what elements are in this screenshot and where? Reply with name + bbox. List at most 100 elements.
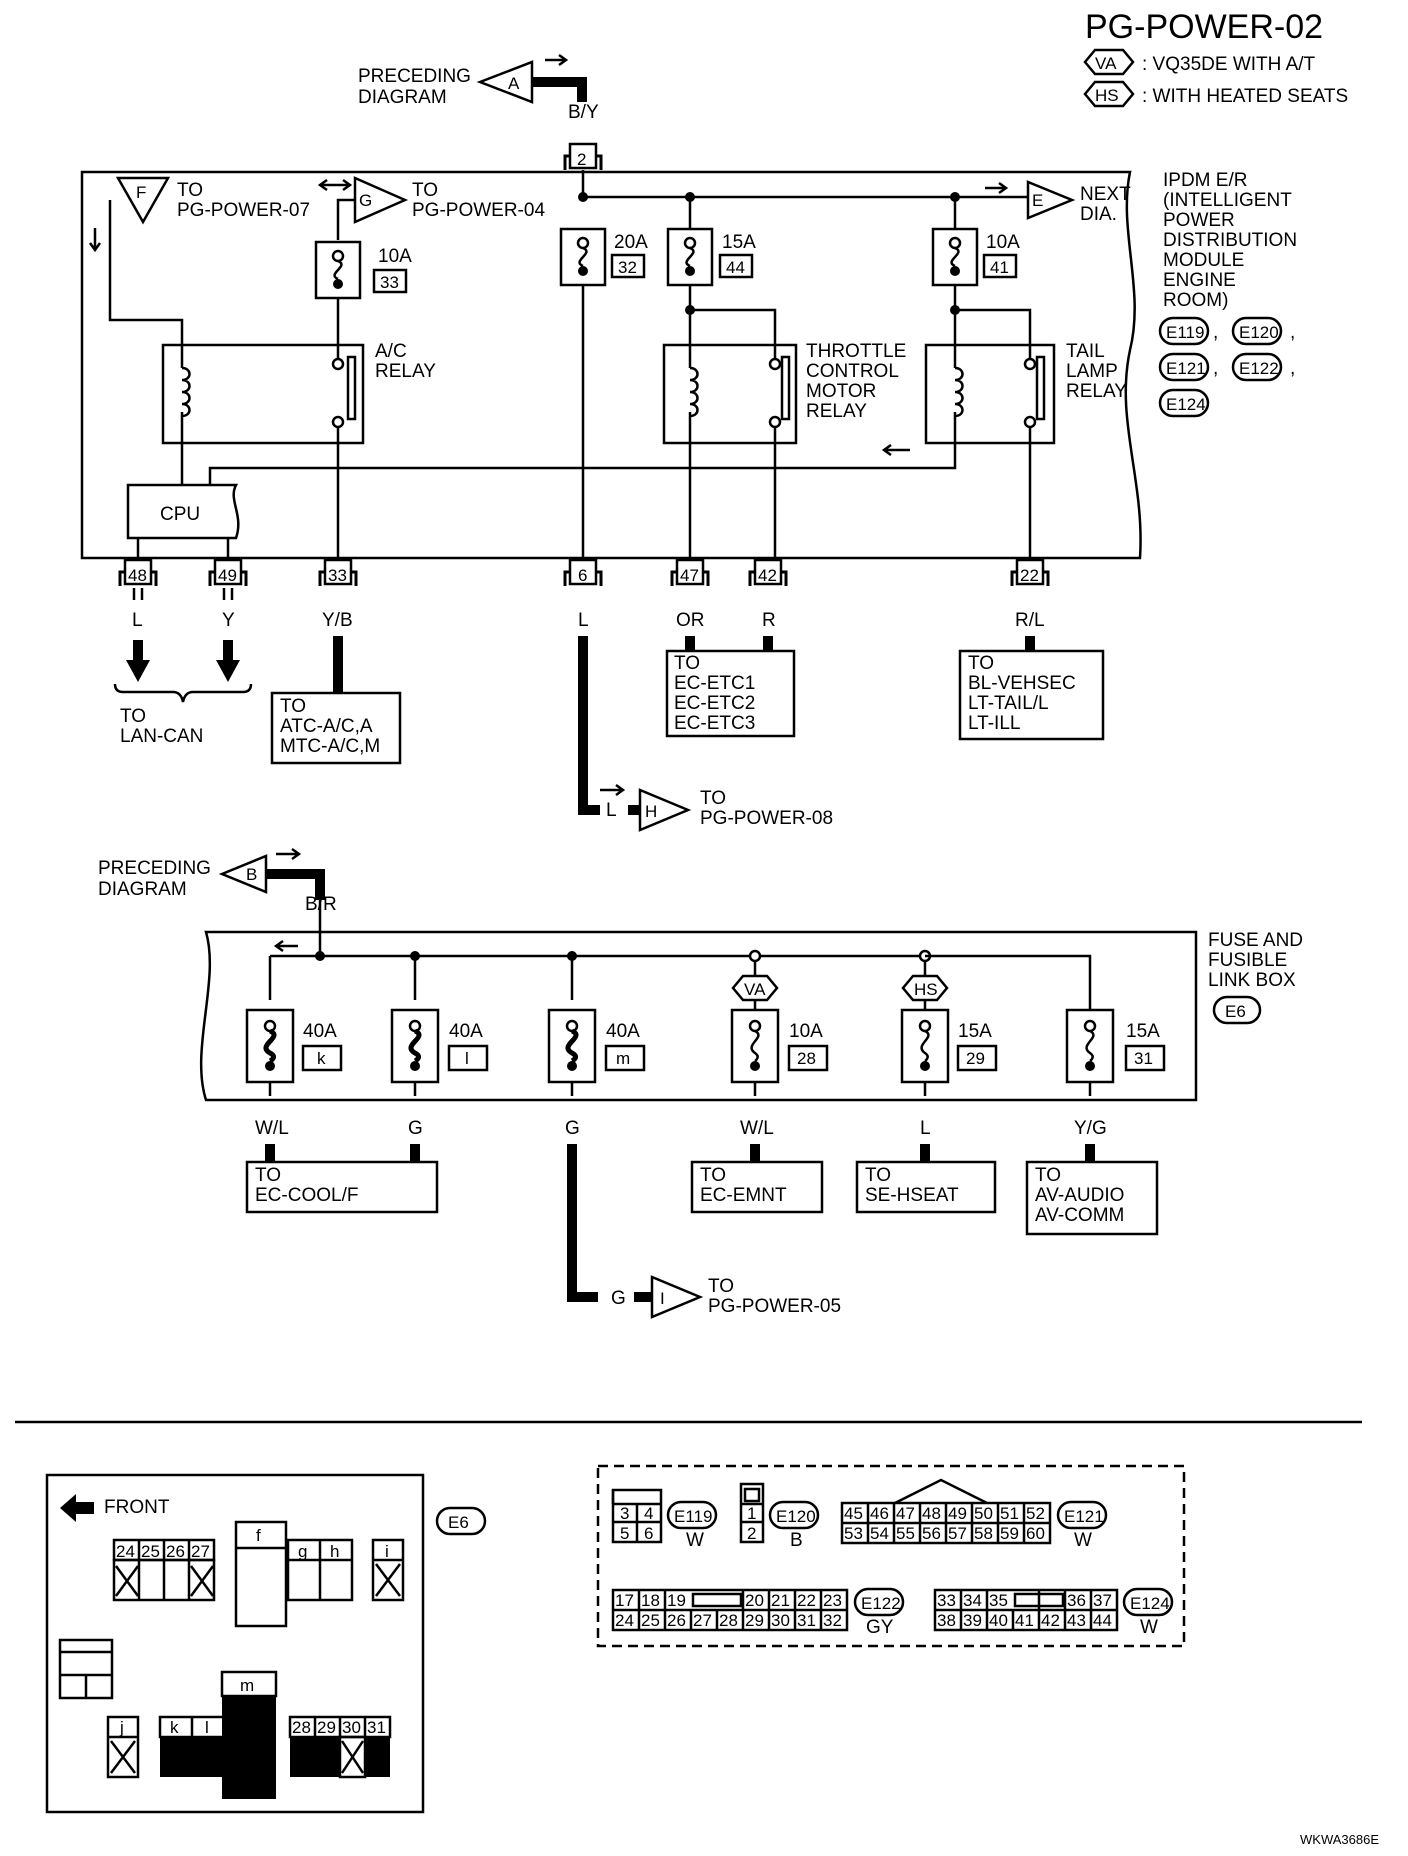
- row1-pin-1: 24: [116, 1542, 135, 1561]
- e122-bot-7: 30: [771, 1611, 790, 1630]
- wire-i: G: [611, 1288, 626, 1309]
- wire-6: L: [578, 610, 589, 631]
- e120-pin-2: 2: [747, 1524, 756, 1543]
- to-pg07-line1: TO: [177, 180, 203, 201]
- to-av-line3: AV-COMM: [1035, 1205, 1124, 1226]
- ipdm-name-7: ROOM): [1163, 290, 1228, 311]
- e121-top-2: 46: [870, 1504, 889, 1523]
- fuse-29-id: 29: [966, 1049, 985, 1068]
- block-i: [371, 1538, 405, 1602]
- to-atc-line2: ATC-A/C,A: [280, 716, 373, 737]
- e121-bot-7: 59: [1000, 1524, 1019, 1543]
- to-ec-line2: EC-ETC1: [674, 673, 755, 694]
- block-relay-left: [58, 1638, 114, 1700]
- e122-bot-9: 32: [823, 1611, 842, 1630]
- to-atc-line3: MTC-A/C,M: [280, 736, 380, 757]
- block-i-label: i: [385, 1542, 389, 1561]
- block-g-label: g: [298, 1542, 307, 1561]
- throttle-relay-label-1: THROTTLE: [806, 341, 906, 362]
- e124-top-2: 34: [963, 1591, 982, 1610]
- front-arrow-icon: [60, 1494, 94, 1522]
- fuse-l-id: l: [465, 1049, 469, 1068]
- throttle-relay-label-3: MOTOR: [806, 381, 876, 402]
- e122-top-4: 20: [745, 1591, 764, 1610]
- wire-48: L: [132, 610, 143, 631]
- fuse-box-name-1: FUSE AND: [1208, 930, 1303, 951]
- ipdm-outline: [80, 170, 1142, 560]
- svg-text:,: ,: [1213, 358, 1218, 379]
- legend-va: VA : VQ35DE WITH A/T: [1083, 48, 1316, 76]
- wire-49: Y: [222, 610, 235, 631]
- to-pg04-line1: TO: [412, 180, 438, 201]
- e119-pin-2: 4: [644, 1504, 653, 1523]
- terminal-22: 22: [1020, 566, 1039, 585]
- connector-e-label: E: [1032, 191, 1043, 210]
- pinout-e121: [840, 1478, 1052, 1545]
- fuse-m-id: m: [616, 1049, 630, 1068]
- legend-hs-code: HS: [1095, 86, 1119, 105]
- e124-color: W: [1140, 1617, 1158, 1638]
- to-atc-line1: TO: [280, 696, 306, 717]
- e124-bot-4: 41: [1015, 1611, 1034, 1630]
- fuse-41-num: 41: [990, 258, 1009, 277]
- e120-id: E120: [776, 1507, 816, 1526]
- terminal-42: 42: [758, 566, 777, 585]
- to-bl-line3: LT-TAIL/L: [968, 693, 1049, 714]
- tail-relay-label-2: LAMP: [1066, 361, 1118, 382]
- badge-e121: E121: [1166, 359, 1206, 378]
- fuse-31-amp: 15A: [1126, 1021, 1160, 1042]
- ipdm-name-3: POWER: [1163, 210, 1235, 231]
- throttle-control-motor-relay: [662, 343, 798, 445]
- to-hseat-line1: TO: [865, 1165, 891, 1186]
- terminal-48: 48: [128, 566, 147, 585]
- fuse-l-amp: 40A: [449, 1021, 483, 1042]
- e119-pin-1: 3: [620, 1504, 629, 1523]
- row1-pin-3: 26: [166, 1542, 185, 1561]
- wire-47: OR: [676, 610, 705, 631]
- block-j-label: j: [119, 1718, 124, 1737]
- e124-bot-5: 42: [1041, 1611, 1060, 1630]
- fuse-m-amp: 40A: [606, 1021, 640, 1042]
- pinout-frame: [596, 1464, 1186, 1648]
- tag-hs-label: HS: [914, 980, 938, 999]
- fuse-box-connector: E6: [1225, 1002, 1246, 1021]
- block-f-label: f: [256, 1526, 261, 1545]
- badge-e124: E124: [1166, 395, 1206, 414]
- fuse-41-amp: 10A: [986, 232, 1020, 253]
- e122-bot-5: 28: [719, 1611, 738, 1630]
- e121-bot-1: 53: [844, 1524, 863, 1543]
- to-lancan-line1: TO: [120, 706, 146, 727]
- fuse-31: [1065, 1008, 1115, 1096]
- ipdm-name-4: DISTRIBUTION: [1163, 230, 1297, 251]
- row1-pin-4: 27: [191, 1542, 210, 1561]
- to-hseat-line2: SE-HSEAT: [865, 1185, 959, 1206]
- fuse-29: [900, 1008, 950, 1096]
- svg-text:,: ,: [1213, 322, 1218, 343]
- to-ec-line4: EC-ETC3: [674, 713, 755, 734]
- wire-by: B/Y: [568, 102, 599, 123]
- badge-e120: E120: [1239, 323, 1279, 342]
- wire-31: Y/G: [1074, 1118, 1107, 1139]
- connector-i-flag: I: [650, 1275, 704, 1319]
- block-f: [234, 1520, 288, 1628]
- to-pg08-line2: PG-POWER-08: [700, 808, 833, 829]
- e124-bot-3: 40: [989, 1611, 1008, 1630]
- row2-pin-1: 28: [292, 1718, 311, 1737]
- figure-code: WKWA3686E: [1300, 1832, 1379, 1847]
- connector-h-flag: H: [638, 788, 692, 832]
- dest-av-box: [1025, 1160, 1159, 1236]
- fuse-33-num: 33: [380, 273, 399, 292]
- dest-cool-box: [245, 1160, 439, 1214]
- fuse-31-id: 31: [1134, 1049, 1153, 1068]
- e121-bot-3: 55: [896, 1524, 915, 1543]
- fuse-k: [245, 1008, 295, 1096]
- wire-28: W/L: [740, 1118, 774, 1139]
- e124-top-3: 35: [989, 1591, 1008, 1610]
- wire-42: R: [762, 610, 776, 631]
- terminal-2: 2: [577, 150, 586, 169]
- terminal-6: 6: [578, 566, 587, 585]
- dest-hseat-box: [855, 1160, 997, 1214]
- legend-va-text: : VQ35DE WITH A/T: [1142, 54, 1316, 75]
- dest-atc-box: [270, 691, 402, 765]
- fuse-44-num: 44: [726, 258, 745, 277]
